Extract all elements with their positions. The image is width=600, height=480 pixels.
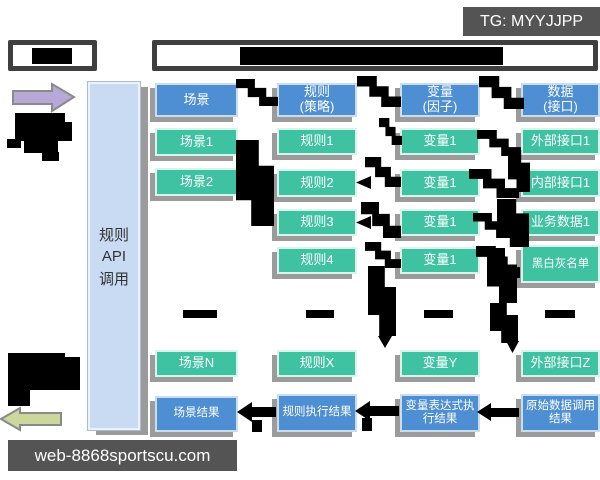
box-label: 规则4 (300, 252, 334, 268)
redaction-mark (24, 140, 58, 153)
redaction-mark (15, 113, 65, 124)
redaction-mark (236, 79, 278, 106)
box-variable-2: 变量1 (400, 169, 480, 197)
box-variable-1: 变量1 (400, 128, 480, 155)
box-label: 变量Y (422, 355, 458, 371)
redaction-mark (490, 408, 519, 417)
header-data: 数据 (接口) (521, 83, 600, 117)
box-label: 黑白灰名单 (531, 257, 590, 270)
redaction-mark (490, 303, 518, 343)
redaction-mark (508, 150, 530, 192)
box-rule-3: 规则3 (277, 209, 357, 236)
header-rule: 规则 (策略) (277, 83, 357, 117)
box-rule-1: 规则1 (277, 128, 357, 155)
title-bar-right (152, 40, 598, 71)
redaction-mark (479, 76, 524, 109)
rule-api-panel-line: 规则 (98, 226, 129, 244)
header-label: 变量 (426, 84, 453, 100)
redaction-mark (369, 406, 399, 416)
tg-badge-label: TG: MYYJJPP (479, 12, 584, 30)
redaction-mark (357, 76, 401, 107)
redaction-mark (32, 48, 72, 64)
box-label: 场景N (178, 355, 215, 371)
box-rule-4: 规则4 (277, 247, 357, 274)
redaction-arrowhead (506, 341, 519, 353)
box-blackwhite-list: 黑白灰名单 (521, 245, 600, 283)
redaction-mark (379, 118, 402, 145)
box-scene-result: 场景结果 (155, 396, 238, 432)
redaction-arrowhead (356, 216, 371, 229)
box-external-api-1: 外部接口1 (521, 128, 600, 155)
redaction-mark (42, 152, 59, 161)
box-label: 外部接口1 (530, 133, 591, 149)
redaction-arrowhead (237, 402, 252, 422)
box-label: 场景结果 (173, 407, 220, 420)
box-scene-2: 场景2 (155, 168, 238, 196)
redaction-ellipsis (545, 310, 575, 318)
site-badge-label: web-8868sportscu.com (34, 445, 211, 465)
box-label: 规则执行结果 (282, 406, 352, 419)
box-label: 场景1 (179, 133, 214, 149)
box-variable-result: 变量表达式执行结果 (400, 394, 480, 432)
redaction-mark (365, 242, 401, 268)
box-variable-y: 变量Y (400, 350, 480, 377)
redaction-arrowhead (356, 176, 371, 189)
box-label: 外部接口Z (530, 355, 591, 371)
box-variable-4: 变量1 (400, 247, 480, 274)
box-label: 场景2 (179, 173, 214, 189)
box-scene-1: 场景1 (155, 128, 238, 156)
redaction-mark (8, 389, 30, 406)
box-business-data-1: 业务数据1 (521, 209, 600, 236)
input-arrow-icon (12, 82, 76, 113)
box-label: 变量表达式执行结果 (405, 399, 475, 425)
redaction-mark (252, 420, 262, 432)
box-internal-api-1: 内部接口1 (521, 169, 600, 197)
redaction-mark (251, 407, 276, 417)
box-rule-x: 规则X (277, 350, 357, 377)
redaction-ellipsis (424, 310, 453, 318)
box-label: 规则3 (300, 214, 334, 230)
output-arrow-icon (0, 407, 62, 432)
redaction-mark (15, 122, 72, 141)
header-variable: 变量 (因子) (400, 83, 480, 117)
box-label: 规则X (299, 355, 335, 371)
header-scene: 场景 (155, 83, 238, 117)
redaction-ellipsis (183, 310, 217, 318)
box-label: 变量1 (423, 214, 457, 230)
header-label: (接口) (543, 99, 578, 114)
site-badge: web-8868sportscu.com (8, 440, 237, 471)
header-label: (因子) (422, 99, 458, 114)
redaction-mark (236, 140, 274, 226)
box-scene-n: 场景N (155, 350, 238, 377)
redaction-mark (362, 418, 372, 431)
redaction-mark (368, 266, 396, 336)
box-label: 内部接口1 (530, 174, 591, 190)
header-label: 场景 (183, 91, 210, 107)
box-rule-2: 规则2 (277, 169, 357, 197)
title-bar-left (8, 40, 97, 71)
header-label: (策略) (299, 99, 335, 114)
redaction-mark (240, 47, 503, 65)
rule-api-panel: 规则 API 调用 (87, 81, 141, 431)
box-rule-result: 规则执行结果 (277, 394, 357, 432)
header-label: 数据 (547, 84, 574, 100)
box-label: 变量1 (423, 133, 457, 149)
box-label: 规则1 (300, 133, 334, 149)
box-label: 原始数据调用结果 (526, 399, 595, 425)
redaction-arrowhead (378, 336, 392, 348)
rule-api-panel-line: API (101, 247, 127, 265)
redaction-mark (7, 139, 21, 148)
box-variable-3: 变量1 (400, 209, 480, 236)
box-label: 规则2 (300, 174, 334, 190)
rule-api-panel-line: 调用 (98, 270, 129, 288)
box-label: 业务数据1 (530, 214, 591, 230)
box-raw-data-result: 原始数据调用结果 (521, 394, 600, 432)
box-label: 变量1 (423, 252, 457, 268)
header-label: 规则 (303, 84, 330, 100)
redaction-ellipsis (306, 310, 334, 318)
box-label: 变量1 (423, 174, 457, 190)
tg-badge: TG: MYYJJPP (463, 7, 600, 36)
box-external-api-z: 外部接口Z (521, 350, 600, 377)
redaction-mark (49, 357, 80, 390)
